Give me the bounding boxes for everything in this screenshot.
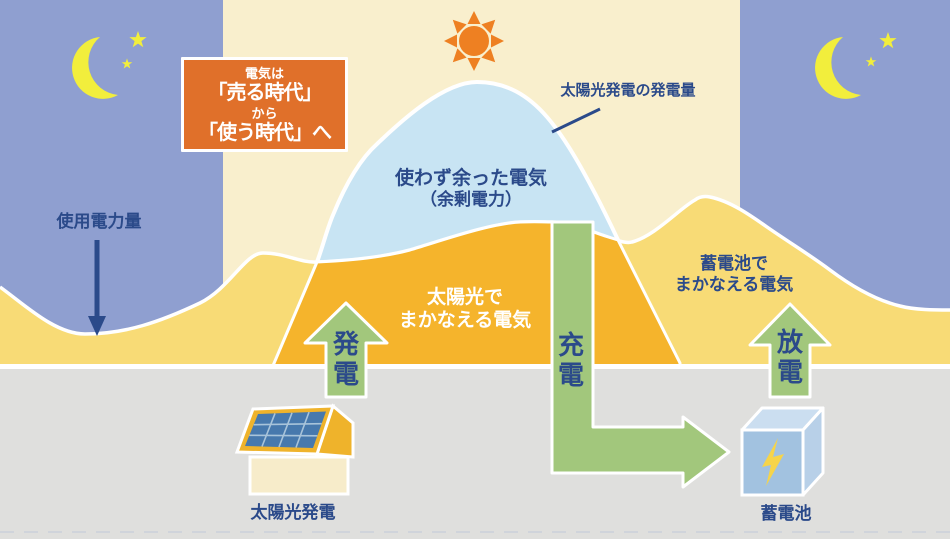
battery-covered-line-1: 蓄電池で — [700, 254, 768, 273]
title-box: 電気は 「売る時代」 から 「使う時代」へ — [181, 57, 348, 152]
solar-covered-label: 太陽光で まかなえる電気 — [385, 286, 545, 332]
star-icon — [865, 56, 877, 67]
title-line-2: 「売る時代」 — [207, 81, 323, 104]
surplus-line-1: 使わず余った電気 — [394, 168, 547, 189]
usage-power-label: 使用電力量 — [56, 212, 142, 231]
charge-flow-arrow-icon — [550, 220, 731, 489]
title-line-1: 電気は — [244, 65, 284, 81]
solar-covered-line-1: 太陽光で — [426, 287, 503, 308]
star-icon — [121, 58, 133, 69]
battery-label: 蓄電池 — [760, 504, 812, 523]
star-icon — [879, 32, 897, 49]
surplus-label: 使わず余った電気 （余剰電力） — [391, 167, 551, 211]
solar-house-label: 太陽光発電 — [250, 503, 336, 522]
surplus-line-2: （余剰電力） — [420, 190, 522, 210]
solar-panel-grid — [249, 411, 322, 448]
solar-generation-label: 太陽光発電の発電量 — [560, 82, 696, 99]
battery-covered-line-2: まかなえる電気 — [674, 274, 794, 294]
generation-arrow-label: 発電 — [332, 329, 359, 389]
sun-icon — [444, 11, 504, 71]
solar-covered-line-2: まかなえる電気 — [398, 310, 532, 332]
lightning-icon — [762, 438, 784, 486]
discharge-up-arrow-icon — [748, 302, 832, 399]
crescent-moon-right-icon — [815, 37, 861, 99]
discharge-arrow-label: 放電 — [776, 327, 803, 387]
star-icon — [129, 31, 147, 48]
crescent-moon-left-icon — [72, 37, 118, 99]
solar-house-icon — [234, 403, 355, 496]
ground-divider — [0, 364, 950, 369]
battery-covered-label: 蓄電池で まかなえる電気 — [654, 254, 814, 295]
charge-arrow-label: 充電 — [557, 330, 584, 390]
title-line-4: 「使う時代」へ — [198, 121, 332, 144]
title-line-3: から — [251, 105, 278, 121]
generation-up-arrow-icon — [303, 301, 389, 399]
battery-icon — [740, 406, 825, 497]
house-body — [248, 455, 350, 496]
down-arrow-head — [88, 316, 106, 336]
leader-line — [551, 107, 601, 134]
